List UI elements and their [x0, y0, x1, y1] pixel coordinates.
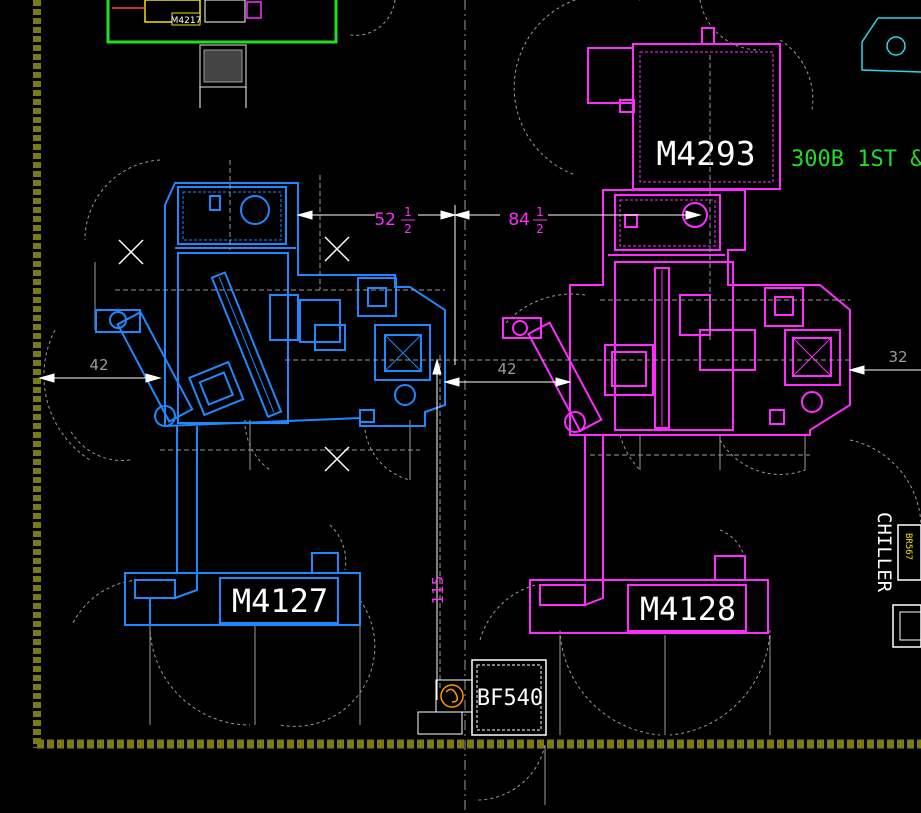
dim-52-half: 52 1 2 [374, 205, 415, 236]
dim-84-num: 1 [536, 205, 544, 219]
dim-84-whole: 84 [508, 210, 530, 230]
dimension-lines [38, 205, 921, 700]
dim-32: 32 [888, 348, 907, 366]
dim-52-whole: 52 [374, 210, 396, 230]
chiller-unit [892, 524, 921, 648]
bf540-unit [417, 659, 547, 736]
door-leaves [94, 262, 806, 805]
dim-84-half: 84 1 2 [508, 205, 547, 236]
dim-42-left: 42 [89, 356, 108, 374]
m4128-label: M4128 [640, 590, 736, 628]
m4217-area: M4217 [106, 0, 338, 108]
dim-42-mid: 42 [497, 360, 516, 378]
dim-115: 115 [429, 576, 447, 605]
machine-m4128 [502, 189, 851, 634]
dim-52-den: 2 [404, 222, 412, 236]
building-wall [33, 0, 921, 749]
m4127-label: M4127 [232, 582, 328, 620]
dim-52-num: 1 [404, 205, 412, 219]
area-label: 300B 1ST & [791, 147, 921, 172]
dim-84-den: 2 [536, 222, 544, 236]
bf540-label: BF540 [477, 686, 543, 711]
m4293-label: M4293 [656, 134, 755, 173]
machine-m4127 [95, 182, 446, 626]
cyan-equipment [861, 17, 921, 73]
x-marks [118, 236, 350, 472]
chiller-label: CHILLER [873, 512, 895, 593]
m4217-label: M4217 [171, 16, 202, 26]
chiller-tag: BR567 [903, 533, 913, 560]
reference-lines [115, 55, 850, 690]
door-swings [43, 0, 921, 801]
